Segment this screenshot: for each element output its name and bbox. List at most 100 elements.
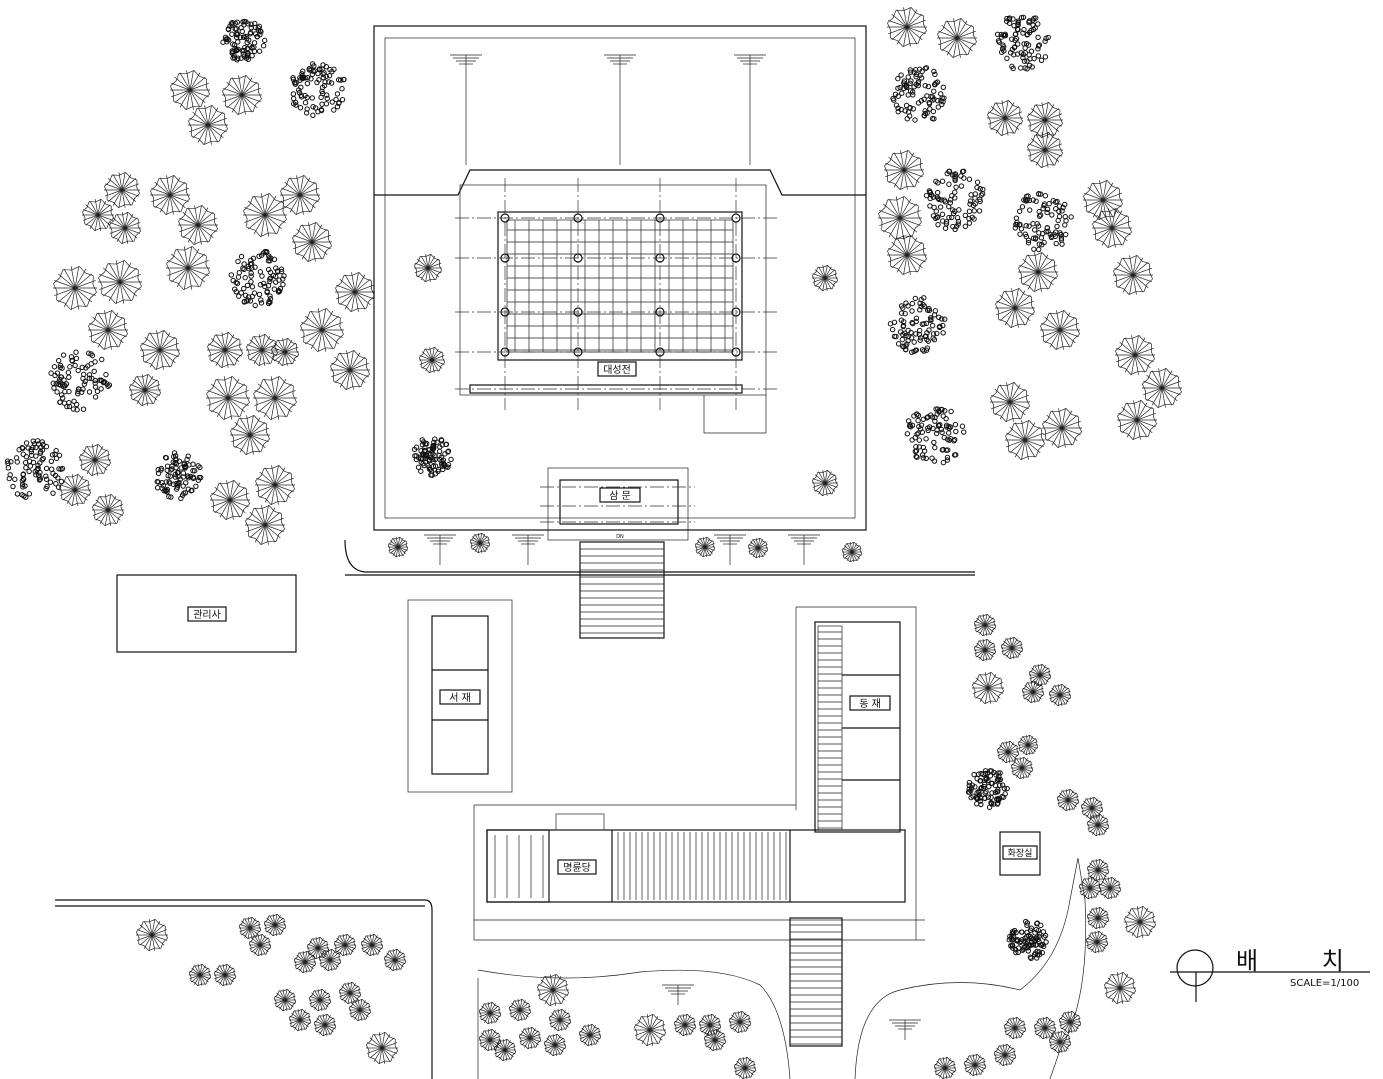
tree-icon	[747, 537, 769, 559]
tree-icon	[673, 1013, 697, 1037]
tree-icon	[1092, 208, 1132, 248]
shrub-icon	[887, 295, 948, 355]
gate-sammun: 삼 문 DN	[540, 467, 695, 541]
shrub-icon	[904, 406, 967, 466]
tree-icon	[548, 1008, 572, 1032]
shrub-icon	[890, 65, 947, 123]
tree-icon	[140, 330, 180, 370]
tree-icon	[878, 196, 922, 240]
shrub-icon	[411, 436, 454, 478]
tree-icon	[255, 465, 295, 505]
tree-icon	[887, 235, 927, 275]
tree-icon	[1086, 813, 1110, 837]
tree-icon	[578, 1023, 602, 1047]
tree-icon	[178, 205, 218, 245]
tree-icon	[1042, 408, 1082, 448]
label-west-dorm: 서 재	[449, 692, 471, 704]
tree-icon	[841, 541, 863, 563]
tree-icon	[634, 1014, 666, 1046]
tree-icon	[1124, 906, 1156, 938]
shrub-icon	[154, 450, 204, 502]
shrub-icon	[1012, 191, 1074, 253]
tree-icon	[333, 933, 357, 957]
label-toilet: 화장실	[1008, 848, 1033, 859]
tree-icon	[88, 310, 128, 350]
tree-icon	[1086, 906, 1110, 930]
tree-icon	[1005, 420, 1045, 460]
tree-icon	[1018, 252, 1058, 292]
tree-icon	[383, 948, 407, 972]
stair-down-marker: DN	[616, 534, 624, 540]
tree-icon	[508, 998, 532, 1022]
tree-icon	[288, 1008, 312, 1032]
tree-icon	[280, 175, 320, 215]
tree-icon	[207, 332, 243, 368]
tree-icon	[313, 1013, 337, 1037]
tree-icon	[887, 7, 927, 47]
tree-icon	[270, 337, 300, 367]
tree-icon	[1000, 636, 1024, 660]
tree-icon	[230, 415, 270, 455]
tree-icon	[82, 199, 114, 231]
tree-icon	[273, 988, 297, 1012]
tree-icon	[248, 933, 272, 957]
tree-icon	[59, 474, 91, 506]
shrine-enclosure	[373, 25, 867, 531]
tree-icon	[210, 480, 250, 520]
tree-icon	[348, 998, 372, 1022]
tree-icon	[318, 948, 342, 972]
tree-icon	[469, 532, 491, 554]
label-office: 관리사	[193, 609, 221, 621]
tree-icon	[1078, 876, 1102, 900]
tree-icon	[166, 246, 210, 290]
tree-icon	[79, 444, 111, 476]
tree-icon	[1003, 1016, 1027, 1040]
tree-icon	[292, 222, 332, 262]
label-lecture-hall: 명륜당	[563, 862, 591, 874]
tree-icon	[1048, 1030, 1072, 1054]
tree-icon	[987, 100, 1023, 136]
tree-icon	[933, 1056, 957, 1079]
tree-icon	[884, 150, 924, 190]
tree-icon	[53, 266, 97, 310]
tree-icon	[1056, 788, 1080, 812]
stairs-lecture-hall	[789, 917, 843, 1047]
tree-icon	[1033, 1016, 1057, 1040]
tree-icon	[996, 740, 1020, 764]
tree-icon	[136, 919, 168, 951]
label-east-dorm: 동 재	[859, 698, 881, 710]
shrub-icon	[994, 14, 1051, 72]
tree-icon	[206, 376, 250, 420]
shrub-icon	[48, 349, 113, 413]
tree-icon	[478, 1001, 502, 1025]
tree-icon	[104, 172, 140, 208]
tree-icon	[1021, 680, 1045, 704]
drawing-title: 배 치 도 SCALE=1/100	[1170, 947, 1383, 1002]
tree-icon	[1142, 368, 1182, 408]
tree-icon	[1027, 102, 1063, 138]
trees-layer	[4, 7, 1182, 1079]
tree-icon	[366, 1032, 398, 1064]
tree-icon	[188, 105, 228, 145]
tree-icon	[263, 913, 287, 937]
tree-icon	[413, 253, 443, 283]
tree-icon	[478, 1028, 502, 1052]
tree-icon	[335, 272, 375, 312]
tree-icon	[1048, 683, 1072, 707]
tree-icon	[1040, 310, 1080, 350]
shrub-icon	[4, 438, 66, 500]
tree-icon	[811, 469, 839, 497]
stairs-gate	[579, 541, 665, 639]
shrub-icon	[923, 168, 986, 232]
drawing-scale: SCALE=1/100	[1290, 978, 1359, 989]
tree-icon	[972, 672, 1004, 704]
tree-icon	[543, 1033, 567, 1057]
tree-icon	[306, 936, 330, 960]
tree-icon	[170, 70, 210, 110]
tree-icon	[188, 963, 212, 987]
tree-icon	[1098, 876, 1122, 900]
west-dorm: 서 재	[407, 599, 513, 793]
tree-icon	[694, 536, 716, 558]
tree-icon	[728, 1010, 752, 1034]
tree-icon	[698, 1013, 722, 1037]
